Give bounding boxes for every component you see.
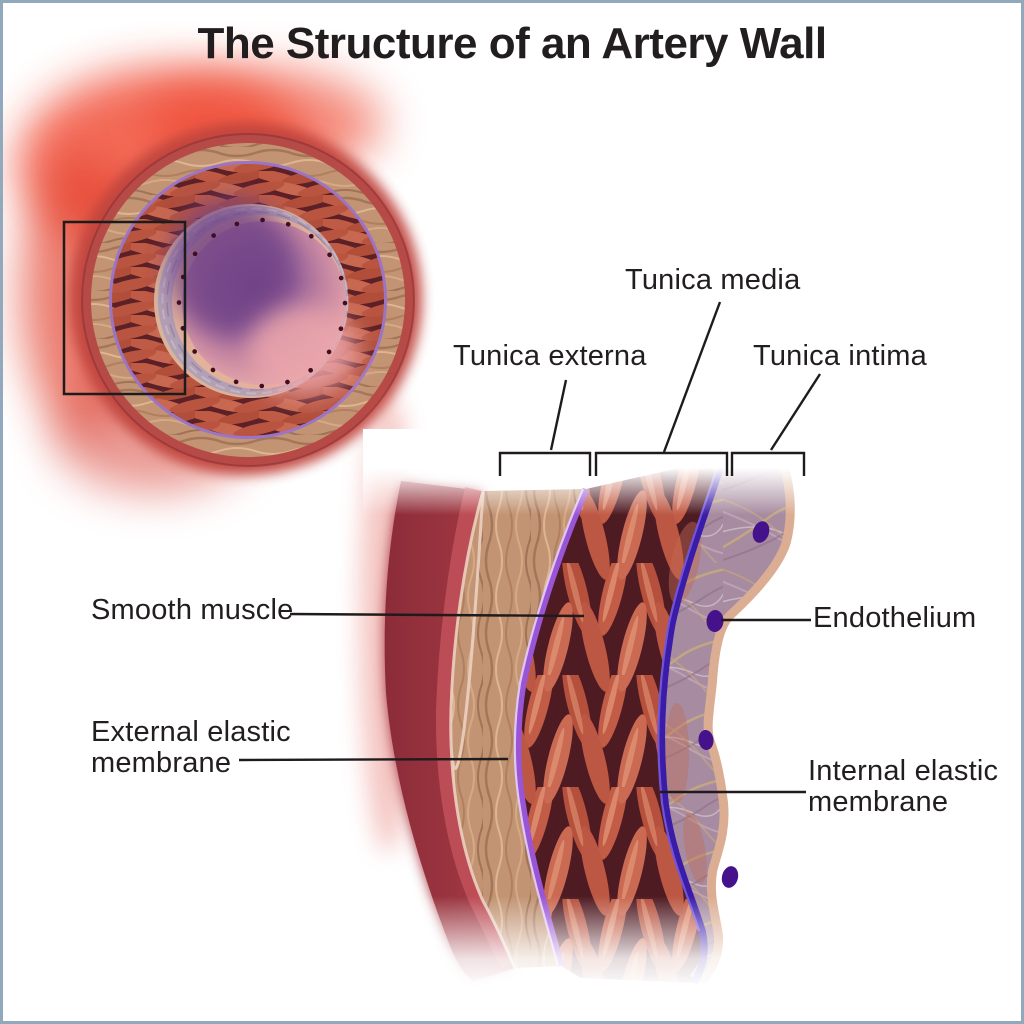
endothelial-nuclei-ring xyxy=(176,217,348,389)
leader-smooth-muscle xyxy=(289,612,585,618)
bracket-tunica-media xyxy=(594,451,729,476)
leader-tunica-externa xyxy=(549,379,568,451)
label-external-elastic-membrane: External elastic membrane xyxy=(91,716,291,779)
page-title: The Structure of an Artery Wall xyxy=(197,19,827,68)
label-endothelium: Endothelium xyxy=(813,602,977,634)
zoom-box xyxy=(62,220,187,396)
artery-diagram-canvas xyxy=(18,68,843,1021)
tunica-externa-layer xyxy=(450,489,586,968)
leader-tunica-intima xyxy=(769,373,822,451)
leader-tunica-media xyxy=(662,301,722,453)
leader-external-elastic-membrane xyxy=(238,757,509,762)
label-tunica-media: Tunica media xyxy=(625,264,801,296)
label-tunica-intima: Tunica intima xyxy=(753,340,927,372)
magnified-wall-illustration xyxy=(360,393,843,1021)
label-smooth-muscle: Smooth muscle xyxy=(91,594,294,626)
label-tunica-externa: Tunica externa xyxy=(453,340,647,372)
label-internal-elastic-membrane: Internal elastic membrane xyxy=(808,755,999,818)
bracket-tunica-externa xyxy=(498,451,592,476)
external-elastic-membrane-line xyxy=(513,487,590,967)
artery-cross-section-illustration xyxy=(18,68,422,493)
tunica-intima-layer xyxy=(661,453,786,983)
annotation-lines xyxy=(238,301,822,794)
bracket-tunica-intima xyxy=(730,451,806,476)
endothelium-nuclei xyxy=(698,521,770,888)
